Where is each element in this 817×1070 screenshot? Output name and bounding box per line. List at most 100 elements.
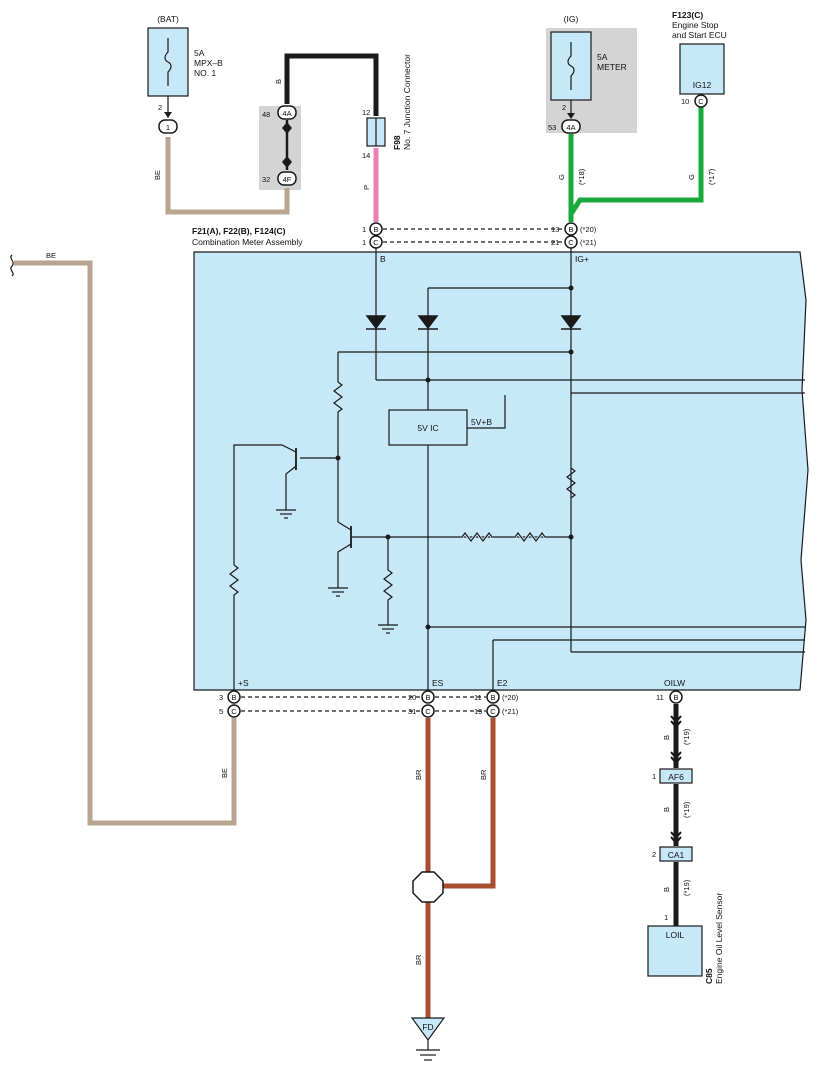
wire-label-br-2: BR	[479, 769, 488, 780]
term-es: ES	[432, 678, 444, 688]
meter-body	[193, 251, 809, 691]
bat-fuse-rating: 5A	[194, 48, 205, 58]
junction-name: No. 7 Junction Connector	[402, 54, 412, 150]
bat-fuse-arrow	[164, 112, 172, 118]
ig-fuse-icon	[567, 42, 575, 90]
bot-conn-20b-label: B	[425, 693, 430, 702]
ig-fuse-name: METER	[597, 62, 627, 72]
af6-box	[659, 768, 693, 784]
bot-conn-3b	[227, 690, 241, 704]
ecu-conn-label: C	[698, 97, 704, 106]
top-pin-21c: 21	[551, 238, 559, 247]
junction-bottom-pin: 14	[362, 151, 370, 160]
relay-top-conn	[277, 105, 297, 120]
relay-bottom-arrow	[282, 156, 292, 168]
bot-conn-3b-label: B	[231, 693, 236, 702]
ecu-name-2: and Start ECU	[672, 30, 727, 40]
dashed-links	[241, 228, 564, 712]
top-conn-1c	[369, 235, 383, 249]
relay-bottom-conn-label: 4F	[283, 175, 292, 184]
meter-name: Combination Meter Assembly	[192, 237, 303, 247]
relay-top-conn-label: 4A	[282, 109, 291, 118]
ig-fuse-arrow	[567, 113, 575, 119]
bot-pin-11b-oil: 11	[656, 693, 664, 702]
splice-point	[412, 871, 444, 903]
wire-be-bat	[165, 137, 290, 215]
bot-conn-11b	[486, 690, 500, 704]
bot-conn-5c-label: C	[231, 707, 237, 716]
top-pin-1b: 1	[362, 225, 366, 234]
ca1-box	[659, 846, 693, 862]
bat-fuse-name: MPX–B	[194, 58, 223, 68]
top-conn-21c	[564, 235, 578, 249]
ig-fuse-pin: 2	[562, 103, 566, 112]
bot-conn-20b	[421, 690, 435, 704]
bot-conn-31c-label: C	[425, 707, 431, 716]
bot-conn-5c	[227, 704, 241, 718]
relay-bottom-pin: 32	[262, 175, 270, 184]
bot-pin-11b: 11	[474, 693, 482, 702]
term-s: +S	[238, 678, 249, 688]
af6-pin: 1	[652, 772, 656, 781]
term-ig: IG+	[575, 254, 589, 264]
sensor-pin: 1	[664, 913, 668, 922]
bot-conn-11b-oil-label: B	[673, 693, 678, 702]
wire-label-b-2: B	[662, 735, 671, 740]
wire-be-s	[14, 260, 237, 826]
ic-box	[388, 409, 468, 446]
bat-fuse-icon	[164, 38, 172, 86]
bot-pin-19c: 19	[474, 707, 482, 716]
wire-note-17: (*17)	[707, 168, 716, 185]
top-conn-1c-label: C	[373, 238, 379, 247]
top-pin-13b: 13	[551, 225, 559, 234]
wire-note-18: (*18)	[577, 168, 586, 185]
wire-label-br-3: BR	[414, 954, 423, 965]
bot-pin-3b: 3	[219, 693, 223, 702]
ecu-pin: 10	[681, 97, 689, 106]
ground-icon	[416, 1040, 440, 1061]
ca1-pin: 2	[652, 850, 656, 859]
bot-pin-31c: 31	[408, 707, 416, 716]
ecu-conn	[694, 94, 708, 108]
ig-conn-label: 4A	[566, 123, 575, 132]
ca1-label: CA1	[668, 850, 685, 860]
chevrons	[670, 715, 682, 845]
relay-top-pin: 48	[262, 110, 270, 119]
wire-note-19-3: (*19)	[682, 879, 691, 896]
bot-conn-31c	[421, 704, 435, 718]
ecu-id: F123(C)	[672, 10, 703, 20]
internal-grounds	[276, 509, 398, 634]
wire-br-e2	[443, 718, 496, 889]
series-resistors	[460, 530, 547, 544]
wire-label-g-2: G	[687, 174, 696, 180]
ecu-name-1: Engine Stop	[672, 20, 719, 30]
bot-conn-11b-label: B	[490, 693, 495, 702]
wire-b-top	[284, 53, 379, 116]
sensor-label: LOIL	[666, 930, 685, 940]
top-conn-1b	[369, 222, 383, 236]
ecu-box	[679, 43, 725, 95]
ig-source: (IG)	[564, 14, 579, 24]
bat-source: (BAT)	[157, 14, 179, 24]
bot-pin-20b: 20	[408, 693, 416, 702]
wire-label-p: P	[362, 185, 371, 190]
top-conn-21c-label: C	[568, 238, 574, 247]
bat-conn-label: 1	[166, 123, 170, 132]
top-conn-13b	[564, 222, 578, 236]
relay-bottom-conn	[277, 171, 297, 186]
ig-fuse-pin2: 53	[548, 123, 556, 132]
bat-fuse-no: NO. 1	[194, 68, 216, 78]
term-b: B	[380, 254, 386, 264]
ground-triangle	[410, 1017, 446, 1042]
af6-label: AF6	[668, 772, 684, 782]
wire-break-icon	[10, 254, 14, 277]
sensor-box	[647, 925, 703, 977]
wire-note-19-1: (*19)	[682, 728, 691, 745]
diodes	[365, 315, 582, 330]
bot-conn-19c-label: C	[490, 707, 496, 716]
term-e2: E2	[497, 678, 508, 688]
sensor-name: Engine Oil Level Sensor	[714, 893, 724, 984]
junction-dots	[335, 285, 574, 630]
ground-label: FD	[422, 1022, 433, 1032]
